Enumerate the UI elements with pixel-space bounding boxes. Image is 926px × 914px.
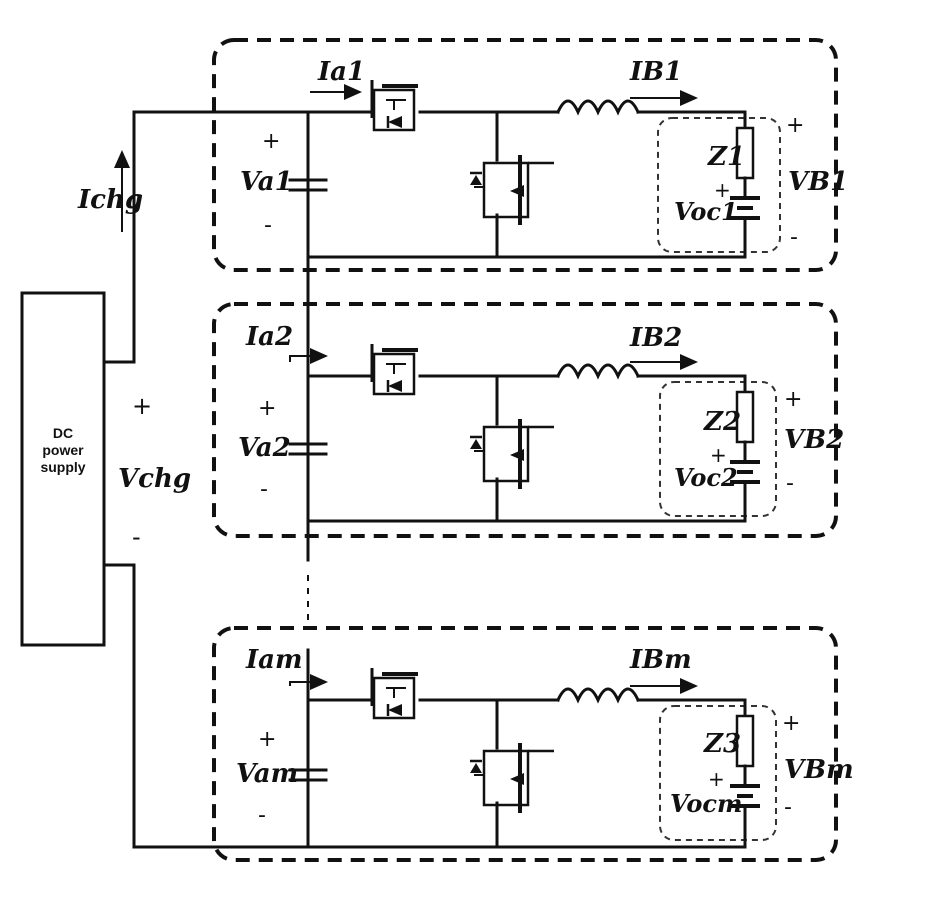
vb1-minus: - [790, 225, 798, 250]
module-2: Ia2 IB2 + Va2 - Z2 + Voc2 + VB2 - [212, 302, 844, 538]
vb2-minus: - [786, 471, 794, 496]
va1-minus: - [264, 213, 272, 238]
vam-minus: - [258, 803, 266, 828]
battery-box-2 [659, 381, 777, 517]
vam-plus: + [258, 727, 276, 752]
voc2-label: Voc2 [674, 463, 738, 492]
supply-label-3: supply [40, 459, 85, 475]
module-1-boundary [212, 38, 838, 272]
voc1-plus: + [714, 178, 731, 202]
ia2-label: Ia2 [245, 322, 293, 352]
vbm-plus: + [782, 711, 800, 736]
shunt-switch-1 [468, 153, 556, 227]
vb2-plus: + [784, 387, 802, 412]
z3-label: Z3 [703, 729, 741, 759]
supply-label-1: DC [53, 425, 73, 441]
vbm-label: VBm [784, 755, 854, 785]
module-m: Iam IBm + Vam - Z3 + Vocm + VBm - [212, 626, 854, 862]
module-2-boundary [212, 302, 838, 538]
iam-label: Iam [245, 645, 303, 675]
va2-plus: + [258, 396, 276, 421]
va1-plus: + [262, 129, 280, 154]
vam-label: Vam [236, 759, 298, 789]
module-m-boundary [212, 626, 838, 862]
module-1: Ia1 IB1 + Va1 - Z1 + Voc1 + VB1 - [212, 38, 848, 272]
battery-box-m [659, 705, 777, 841]
vb2-label: VB2 [784, 425, 844, 455]
va2-minus: - [260, 477, 268, 502]
voc2-plus: + [710, 443, 727, 467]
vchg-label: Vchg [118, 464, 191, 494]
series-switch-2 [370, 342, 420, 396]
supply-negative-wire [102, 563, 747, 849]
vocm-label: Vocm [670, 789, 742, 818]
z2-label: Z2 [703, 407, 741, 437]
shunt-switch-2 [468, 417, 556, 491]
inductor-1 [556, 99, 640, 116]
dc-supply-box [20, 291, 106, 647]
voc1-label: Voc1 [674, 197, 738, 226]
va2-label: Va2 [238, 433, 291, 463]
vocm-plus: + [708, 767, 725, 791]
ibm-label: IBm [629, 645, 692, 675]
series-switch-m [370, 666, 420, 720]
inductor-2 [556, 363, 640, 380]
vb1-label: VB1 [788, 167, 848, 197]
supply-positive-wire [102, 110, 372, 364]
supply-label-2: power [42, 442, 84, 458]
va1-label: Va1 [240, 167, 293, 197]
shunt-switch-m [468, 741, 556, 815]
vchg-plus: + [132, 392, 152, 420]
vb1-plus: + [786, 113, 804, 138]
ib2-label: IB2 [629, 323, 682, 353]
series-switch-1 [370, 78, 420, 132]
battery-box-1 [657, 117, 781, 253]
inductor-m [556, 687, 640, 704]
z1-label: Z1 [707, 142, 745, 172]
ia1-label: Ia1 [317, 57, 365, 87]
vbm-minus: - [784, 795, 792, 820]
ib1-label: IB1 [629, 57, 682, 87]
vchg-minus: - [132, 523, 141, 551]
ichg-label: Ichg [77, 185, 143, 215]
